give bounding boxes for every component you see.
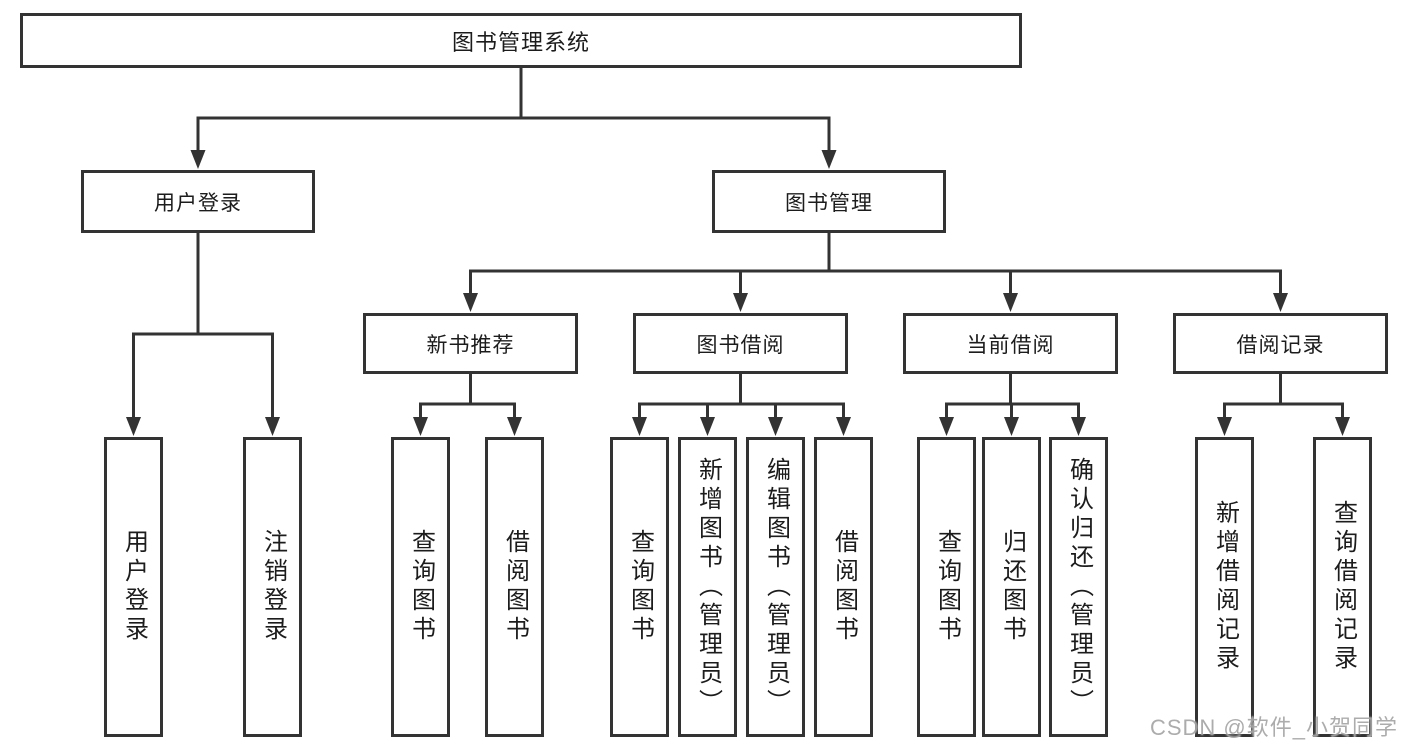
arrow-down-icon: [190, 150, 206, 169]
arrow-down-icon: [1335, 417, 1350, 436]
node-leaf-query-borrow-record: 查询借阅记录: [1313, 437, 1372, 737]
arrow-down-icon: [265, 417, 280, 436]
arrow-down-icon: [1217, 417, 1232, 436]
arrow-down-icon: [821, 150, 837, 169]
node-new-book-recommend: 新书推荐: [363, 313, 578, 374]
arrow-down-icon: [126, 417, 141, 436]
arrow-down-icon: [733, 293, 748, 312]
watermark: CSDN @软件_小贺同学: [1149, 715, 1398, 740]
node-root-system: 图书管理系统: [20, 13, 1022, 68]
arrow-down-icon: [1273, 293, 1288, 312]
arrow-down-icon: [1003, 293, 1018, 312]
arrow-down-icon: [632, 417, 647, 436]
arrow-down-icon: [1004, 417, 1019, 436]
node-leaf-return-books: 归还图书: [982, 437, 1041, 737]
tree-edges: [132, 68, 1344, 419]
node-leaf-logout: 注销登录: [243, 437, 302, 737]
node-leaf-query-books-current: 查询图书: [917, 437, 976, 737]
arrow-down-icon: [939, 417, 954, 436]
arrowhead-icons: [126, 150, 1350, 436]
node-leaf-query-books-recommend: 查询图书: [391, 437, 450, 737]
node-borrow-records: 借阅记录: [1173, 313, 1388, 374]
node-leaf-confirm-return-admin: 确认归还（管理员）: [1049, 437, 1108, 737]
node-leaf-user-login: 用户登录: [104, 437, 163, 737]
arrow-down-icon: [413, 417, 428, 436]
arrow-down-icon: [700, 417, 715, 436]
node-book-management: 图书管理: [712, 170, 946, 233]
node-leaf-borrow-books: 借阅图书: [814, 437, 873, 737]
node-leaf-borrow-books-recommend: 借阅图书: [485, 437, 544, 737]
node-leaf-add-books-admin: 新增图书（管理员）: [678, 437, 737, 737]
node-current-borrowing: 当前借阅: [903, 313, 1118, 374]
arrow-down-icon: [768, 417, 783, 436]
arrow-down-icon: [463, 293, 478, 312]
arrow-down-icon: [1071, 417, 1086, 436]
arrow-down-icon: [507, 417, 522, 436]
node-leaf-edit-books-admin: 编辑图书（管理员）: [746, 437, 805, 737]
node-book-borrowing: 图书借阅: [633, 313, 848, 374]
node-user-login: 用户登录: [81, 170, 315, 233]
node-leaf-add-borrow-record: 新增借阅记录: [1195, 437, 1254, 737]
arrow-down-icon: [836, 417, 851, 436]
node-leaf-query-books-borrowing: 查询图书: [610, 437, 669, 737]
